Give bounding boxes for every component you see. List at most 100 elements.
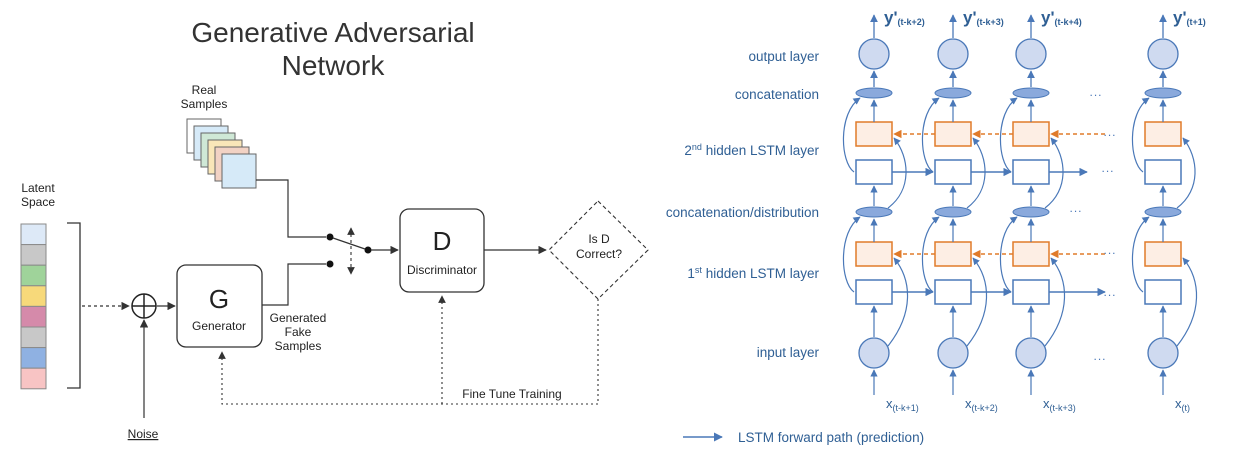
generator-box [176, 264, 263, 348]
feedback-to-generator-arrow [218, 299, 599, 405]
discriminator-letter: D [433, 226, 452, 256]
hidden2-forward-cell [1144, 159, 1182, 185]
hidden1-forward-cell [1012, 279, 1050, 305]
concat-distribution-node [1144, 206, 1182, 218]
discriminator-label: Discriminator [407, 263, 477, 277]
input-label: x(t-k+2) [965, 396, 998, 413]
ellipsis-marker: ... [1089, 85, 1102, 99]
switch-output-terminal [364, 246, 372, 254]
input-node [858, 337, 890, 369]
sum-node-icon [131, 293, 157, 319]
input-label: x(t) [1175, 396, 1190, 413]
fake-samples-wire [262, 263, 326, 306]
layer-label-hidden2: 2nd hidden LSTM layer [684, 142, 819, 158]
gan-diagram: Generative Adversarial Network Real Samp… [20, 17, 649, 441]
latent-cell [20, 264, 47, 287]
output-label: y'(t+1) [1173, 8, 1206, 27]
lstm-columns: y'(t-k+2)x(t-k+1)y'(t-k+3)x(t-k+2)y'(t-k… [842, 8, 1206, 413]
ellipsis-marker: ... [1103, 285, 1116, 299]
hidden2-backward-cell [1012, 121, 1050, 147]
layer-label-output: output layer [748, 49, 819, 64]
latent-vector [20, 223, 47, 390]
generated-fake-samples-line1: Generated [270, 311, 327, 325]
gan-title-line1: Generative Adversarial [191, 17, 474, 48]
hidden2f-to-concat-curve [1131, 97, 1150, 173]
hidden2-backward-cell [855, 121, 893, 147]
generated-fake-samples-line3: Samples [275, 339, 322, 353]
switch-fake-terminal [326, 260, 334, 268]
ellipsis-marker: ... [1093, 349, 1106, 363]
generator-label: Generator [192, 319, 246, 333]
output-label: y'(t-k+3) [963, 8, 1004, 27]
output-node [937, 38, 969, 70]
real-samples-wire [256, 179, 326, 238]
output-label: y'(t-k+2) [884, 8, 925, 27]
decision-label-line2: Correct? [576, 247, 622, 261]
generator-letter: G [209, 284, 229, 314]
hidden2-forward-cell [855, 159, 893, 185]
concat-node [934, 87, 972, 99]
real-samples-label-line1: Real [192, 83, 217, 97]
output-node [1147, 38, 1179, 70]
layer-label-concatenation: concatenation [735, 87, 819, 102]
hidden1-backward-cell [1012, 241, 1050, 267]
decision-label-line1: Is D [588, 232, 610, 246]
ellipsis-marker: ... [1101, 161, 1114, 175]
concat-node [855, 87, 893, 99]
gan-title-line2: Network [282, 50, 386, 81]
ellipsis-marker: ... [1103, 243, 1116, 257]
latent-cell [20, 223, 47, 246]
latent-cell [20, 347, 47, 369]
latent-cell [20, 326, 47, 349]
lstm-diagram: output layer concatenation 2nd hidden LS… [666, 8, 1206, 445]
hidden1-backward-cell [934, 241, 972, 267]
ellipsis-marker: ... [1103, 125, 1116, 139]
output-node [858, 38, 890, 70]
layer-label-hidden1: 1st hidden LSTM layer [687, 265, 819, 281]
input-to-hidden1b-curve [1176, 257, 1198, 347]
legend-label: LSTM forward path (prediction) [738, 430, 924, 445]
lstm-column: y'(t+1) x(t) [1131, 8, 1206, 413]
concat-distribution-node [1012, 206, 1050, 218]
generated-fake-samples-line2: Fake [285, 325, 312, 339]
latent-space-label-line2: Space [21, 195, 55, 209]
lstm-column: y'(t-k+2) x(t-k+1) [842, 8, 925, 413]
hidden1-backward-cell [855, 241, 893, 267]
layer-label-input: input layer [757, 345, 820, 360]
hidden1f-to-distribution-curve [842, 216, 861, 293]
distribution-to-hidden2b-curve [887, 137, 907, 209]
output-node [1015, 38, 1047, 70]
hidden1-forward-cell [1144, 279, 1182, 305]
hidden2-forward-cell [1012, 159, 1050, 185]
input-label: x(t-k+1) [886, 396, 919, 413]
distribution-to-hidden2b-curve [966, 137, 986, 209]
input-to-hidden1b-curve [887, 257, 909, 347]
concat-node [1012, 87, 1050, 99]
concat-distribution-node [934, 206, 972, 218]
fine-tune-label: Fine Tune Training [462, 387, 561, 401]
noise-label: Noise [128, 427, 159, 441]
input-to-hidden1b-curve [1044, 257, 1066, 347]
lstm-column: y'(t-k+3) x(t-k+2) [921, 8, 1004, 413]
real-samples-stack [186, 118, 257, 189]
ellipsis-marker: ... [1069, 201, 1082, 215]
hidden2-forward-cell [934, 159, 972, 185]
lstm-column: y'(t-k+4)x(t-k+3) [999, 8, 1082, 413]
hidden1-backward-cell [1144, 241, 1182, 267]
distribution-to-hidden2b-curve [1044, 137, 1064, 209]
latent-cell [20, 244, 47, 266]
layer-label-concat-distribution: concatenation/distribution [666, 205, 819, 220]
hidden1-forward-cell [934, 279, 972, 305]
input-to-hidden1b-curve [966, 257, 988, 347]
input-node [1015, 337, 1047, 369]
hidden2-backward-cell [934, 121, 972, 147]
latent-space-label-line1: Latent [21, 181, 55, 195]
latent-cell [20, 367, 47, 390]
input-node [937, 337, 969, 369]
hidden2f-to-concat-curve [842, 97, 861, 173]
real-samples-label-line2: Samples [181, 97, 228, 111]
input-node [1147, 337, 1179, 369]
latent-cell [20, 305, 47, 328]
real-sample-card [221, 153, 257, 189]
